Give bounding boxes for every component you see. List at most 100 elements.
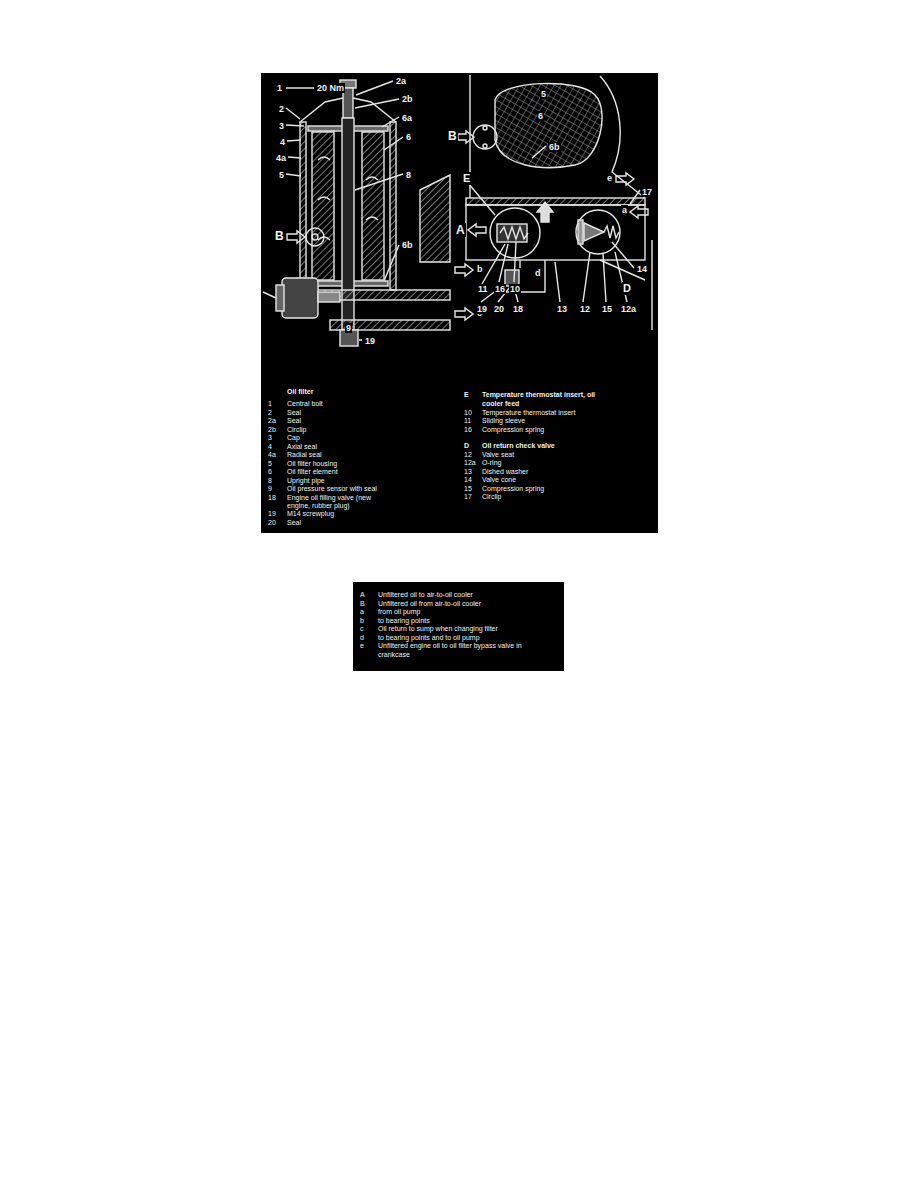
callout-number: e: [606, 173, 613, 183]
legend-text: Seal: [287, 409, 452, 418]
callout-number: 18: [512, 304, 524, 314]
legend-code: 6: [268, 468, 272, 477]
legend-text: Seal: [287, 519, 452, 528]
callout-number: B: [447, 129, 458, 143]
callout-number: 2: [278, 104, 285, 114]
legend-text: Oil filter element: [287, 468, 452, 477]
legend-code: 3: [268, 434, 272, 443]
callout-number: 9: [345, 323, 352, 333]
legend-text: Engine oil filling valve (new engine, ru…: [287, 494, 382, 511]
legend-code: d: [360, 634, 364, 643]
legend-code: c: [360, 625, 364, 634]
callout-number: 10: [509, 284, 521, 294]
legend-text: Unfiltered engine oil to oil filter bypa…: [378, 642, 550, 659]
callout-number: B: [274, 229, 285, 243]
legend-code: 4: [268, 443, 272, 452]
legend-text: Oil filter housing: [287, 460, 452, 469]
callout-number: 12a: [620, 304, 637, 314]
legend-code: 10: [464, 409, 472, 418]
legend-code: 5: [268, 460, 272, 469]
legend-heading: Oil return check valve: [482, 442, 555, 451]
legend-text: Circlip: [287, 426, 452, 435]
callout-number: 20: [493, 304, 505, 314]
legend-text: Upright pipe: [287, 477, 452, 486]
callout-number: 8: [405, 170, 412, 180]
legend-code: 2: [268, 409, 272, 418]
callout-number: 6a: [401, 113, 413, 123]
callout-number: b: [476, 264, 484, 274]
callout-number: 17: [641, 187, 653, 197]
legend-code: e: [360, 642, 364, 651]
legend-heading: Oil filter: [287, 388, 313, 397]
legend-text: M14 screwplug: [287, 510, 452, 519]
callout-number: 6b: [548, 142, 561, 152]
callout-number: 1: [276, 83, 283, 93]
legend-code: 20: [268, 519, 276, 528]
callout-number: 6b: [401, 240, 414, 250]
panel: [261, 73, 658, 533]
legend-code: 12a: [464, 459, 476, 468]
callout-number: d: [534, 268, 542, 278]
legend-code: 1: [268, 400, 272, 409]
legend-code: a: [360, 608, 364, 617]
legend-text: from oil pump: [378, 608, 558, 617]
legend-code: 8: [268, 477, 272, 486]
legend-text: Sliding sleeve: [482, 417, 647, 426]
callout-number: 14: [636, 264, 648, 274]
callout-number: 5: [540, 89, 547, 99]
legend-text: Seal: [287, 417, 452, 426]
valve-section: [458, 75, 652, 330]
legend-code: 12: [464, 451, 472, 460]
legend-code: 17: [464, 493, 472, 502]
legend-text: Compression spring: [482, 426, 647, 435]
legend-code: 18: [268, 494, 276, 503]
legend-code: b: [360, 617, 364, 626]
callout-number: D: [622, 282, 632, 295]
callout-number: 16: [494, 284, 506, 294]
flow-key-panel: [353, 582, 564, 671]
legend-code: 13: [464, 468, 472, 477]
legend-code: 14: [464, 476, 472, 485]
legend-code: 19: [268, 510, 276, 519]
legend-code: A: [360, 591, 365, 600]
legend-text: Dished washer: [482, 468, 647, 477]
callout-number: 13: [556, 304, 568, 314]
callout-number: a: [621, 205, 628, 215]
legend-code: 15: [464, 485, 472, 494]
callout-number: 19: [476, 304, 488, 314]
legend-code: D: [464, 442, 469, 451]
callout-number: E: [462, 172, 471, 185]
callout-number: 3: [278, 121, 285, 131]
legend-text: Valve cone: [482, 476, 647, 485]
legend-text: Compression spring: [482, 485, 647, 494]
legend-text: Central bolt: [287, 400, 452, 409]
legend-text: Valve seat: [482, 451, 647, 460]
callout-number: 2a: [395, 76, 407, 86]
filter-section: [263, 80, 473, 346]
callout-number: 15: [601, 304, 613, 314]
legend-text: Unfiltered oil from air-to-oil cooler: [378, 600, 558, 609]
legend-code: 2a: [268, 417, 276, 426]
legend-text: to bearing points: [378, 617, 558, 626]
legend-text: Radial seal: [287, 451, 452, 460]
legend-text: Oil pressure sensor with seal: [287, 485, 452, 494]
legend-code: B: [360, 600, 365, 609]
legend-text: Unfiltered oil to air-to-oil cooler: [378, 591, 558, 600]
legend-text: Temperature thermostat insert: [482, 409, 647, 418]
legend-code: 2b: [268, 426, 276, 435]
callout-number: 19: [364, 336, 376, 346]
callout-number: 5: [278, 170, 285, 180]
callout-number: 6: [537, 111, 544, 121]
legend-code: 16: [464, 426, 472, 435]
callout-number: 12: [579, 304, 591, 314]
callout-number: 4: [279, 137, 286, 147]
legend-code: 9: [268, 485, 272, 494]
legend-text: Axial seal: [287, 443, 452, 452]
callout-number: 20 Nm: [316, 83, 345, 93]
legend-code: 11: [464, 417, 471, 426]
legend-text: to bearing points and to oil pump: [378, 634, 558, 643]
legend-text: O-ring: [482, 459, 647, 468]
callout-number: 6: [405, 132, 412, 142]
